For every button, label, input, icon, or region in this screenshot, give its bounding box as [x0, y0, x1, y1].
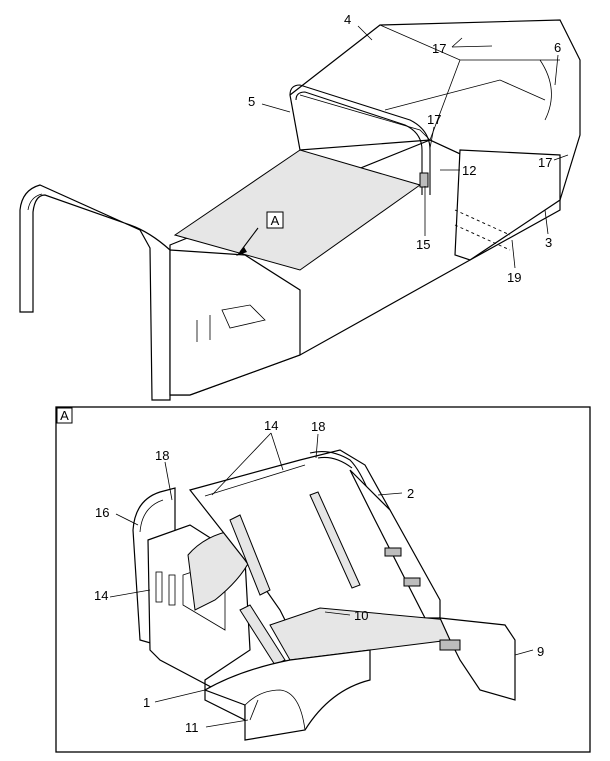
callout-4: 4: [344, 12, 351, 27]
callout-18-right: 18: [311, 419, 325, 434]
callout-3: 3: [545, 235, 552, 250]
callout-18-left: 18: [155, 448, 169, 463]
callout-6: 6: [554, 40, 561, 55]
callout-1: 1: [143, 695, 150, 710]
callout-9: 9: [537, 644, 544, 659]
callout-12: 12: [462, 163, 476, 178]
cab-shell-assembly: [19, 19, 581, 401]
callout-14-top: 14: [264, 418, 278, 433]
callout-14-left: 14: [94, 588, 108, 603]
callout-19: 19: [507, 270, 521, 285]
callout-2: 2: [407, 486, 414, 501]
callout-17-middle: 17: [427, 112, 441, 127]
callout-15: 15: [416, 237, 430, 252]
view-a-marker: A: [271, 213, 280, 228]
callout-5: 5: [248, 94, 255, 109]
callout-17-right: 17: [538, 155, 552, 170]
callout-16: 16: [95, 505, 109, 520]
detail-label: A: [60, 408, 69, 423]
callout-17-top: 17: [432, 41, 446, 56]
cab-front-detail: [132, 449, 516, 741]
top-leader-lines: [261, 25, 569, 269]
view-a-marker-box: [266, 211, 284, 229]
detail-label-box: [56, 407, 73, 424]
detail-leader-lines: [109, 432, 534, 728]
callout-11: 11: [185, 720, 199, 735]
callout-10: 10: [354, 608, 368, 623]
